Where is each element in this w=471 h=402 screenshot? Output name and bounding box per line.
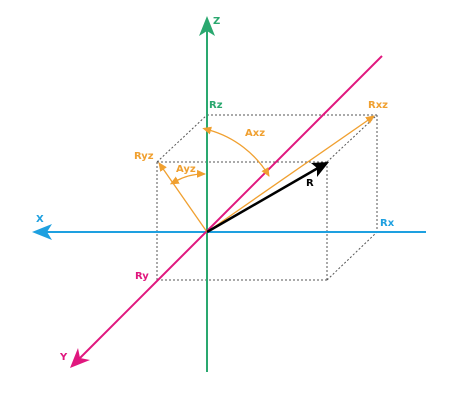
r-vector bbox=[206, 162, 329, 234]
x-axis-label: X bbox=[36, 214, 44, 225]
y-axis-label: Y bbox=[59, 352, 68, 363]
ryz-label: Ryz bbox=[134, 151, 154, 162]
ry-label: Ry bbox=[135, 271, 149, 282]
z-axis-label: Z bbox=[213, 16, 220, 27]
rz-label: Rz bbox=[209, 100, 223, 111]
axz-angle-label: Axz bbox=[245, 128, 265, 139]
rxz-vector bbox=[206, 115, 375, 233]
rxz-label: Rxz bbox=[368, 100, 388, 111]
rx-label: Rx bbox=[380, 218, 395, 229]
y-axis bbox=[70, 55, 383, 368]
z-axis bbox=[199, 16, 215, 372]
ryz-vector bbox=[158, 162, 208, 233]
ayz-angle-label: Ayz bbox=[176, 164, 196, 175]
ayz-angle-arc bbox=[169, 169, 206, 185]
x-axis bbox=[32, 224, 426, 240]
r-vector-label: R bbox=[306, 178, 314, 189]
axz-angle-arc bbox=[202, 126, 270, 177]
